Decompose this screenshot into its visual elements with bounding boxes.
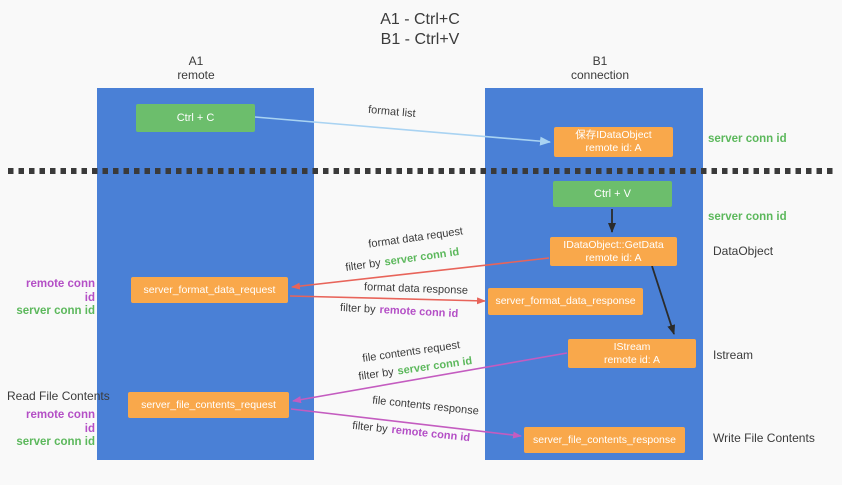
istream-line2: remote id: A: [603, 353, 661, 366]
istream-node: IStream remote id: A: [568, 339, 696, 368]
server-conn-id-side-label-top: server conn id: [708, 133, 787, 145]
filter-by-text: filter by: [339, 301, 376, 316]
column-a-header: A1 remote: [136, 54, 256, 82]
getdata-to-istream-arrow: [651, 265, 676, 335]
server-format-data-request-node: server_format_data_request: [131, 277, 288, 303]
istream-side-label: Istream: [713, 348, 754, 362]
istream-line1: IStream: [613, 340, 651, 353]
ctrl-c-node: Ctrl + C: [136, 104, 255, 132]
server-file-contents-request-label: server_file_contents_request: [141, 398, 276, 411]
diagram-title: A1 - Ctrl+C B1 - Ctrl+V: [330, 10, 510, 50]
column-a-id: A1: [188, 54, 204, 68]
ctrl-v-label: Ctrl + V: [594, 187, 631, 200]
server-file-contents-request-node: server_file_contents_request: [128, 392, 289, 418]
column-b-subtitle: connection: [570, 68, 630, 82]
save-idataobject-node: 保存IDataObject remote id: A: [554, 127, 673, 157]
ctrl-c-label: Ctrl + C: [176, 111, 215, 124]
dataobject-side-label: DataObject: [713, 244, 774, 258]
format-data-request-arrow: [291, 257, 550, 290]
remote-conn-id-label: remote conn id: [25, 409, 95, 435]
title-line-2: B1 - Ctrl+V: [380, 31, 460, 48]
save-idataobject-line2: remote id: A: [585, 142, 642, 154]
idataobject-getdata-node: IDataObject::GetData remote id: A: [550, 237, 677, 266]
column-b-header: B1 connection: [540, 54, 660, 82]
server-file-contents-response-node: server_file_contents_response: [524, 427, 685, 453]
save-idataobject-line1: 保存IDataObject: [575, 129, 652, 141]
format-list-arrow: [254, 116, 551, 146]
getdata-line2: remote id: A: [585, 251, 642, 264]
conn-id-pair-format: remote conn id server conn id: [15, 278, 95, 319]
file-contents-response-arrow: [290, 408, 522, 439]
remote-conn-id-label: remote conn id: [25, 278, 95, 304]
getdata-line1: IDataObject::GetData: [563, 238, 664, 251]
server-format-data-response-label: server_format_data_response: [495, 295, 636, 307]
format-data-response-arrow: [289, 295, 486, 305]
server-format-data-request-label: server_format_data_request: [143, 283, 276, 296]
read-file-contents-label: Read File Contents: [7, 389, 110, 403]
column-b-id: B1: [592, 54, 608, 68]
write-file-contents-label: Write File Contents: [713, 431, 815, 445]
server-file-contents-response-label: server_file_contents_response: [532, 433, 676, 446]
column-a-subtitle: remote: [177, 68, 215, 82]
server-conn-id-label: server conn id: [16, 436, 95, 448]
file-contents-request-arrow: [292, 352, 568, 404]
dotted-divider-line: [8, 168, 836, 174]
ctrl-v-node: Ctrl + V: [553, 181, 672, 207]
server-conn-id-side-label-mid: server conn id: [708, 211, 787, 223]
server-format-data-response-node: server_format_data_response: [488, 288, 643, 315]
server-conn-id-label: server conn id: [16, 305, 95, 317]
title-line-1: A1 - Ctrl+C: [380, 11, 460, 28]
conn-id-pair-file: remote conn id server conn id: [15, 409, 95, 450]
